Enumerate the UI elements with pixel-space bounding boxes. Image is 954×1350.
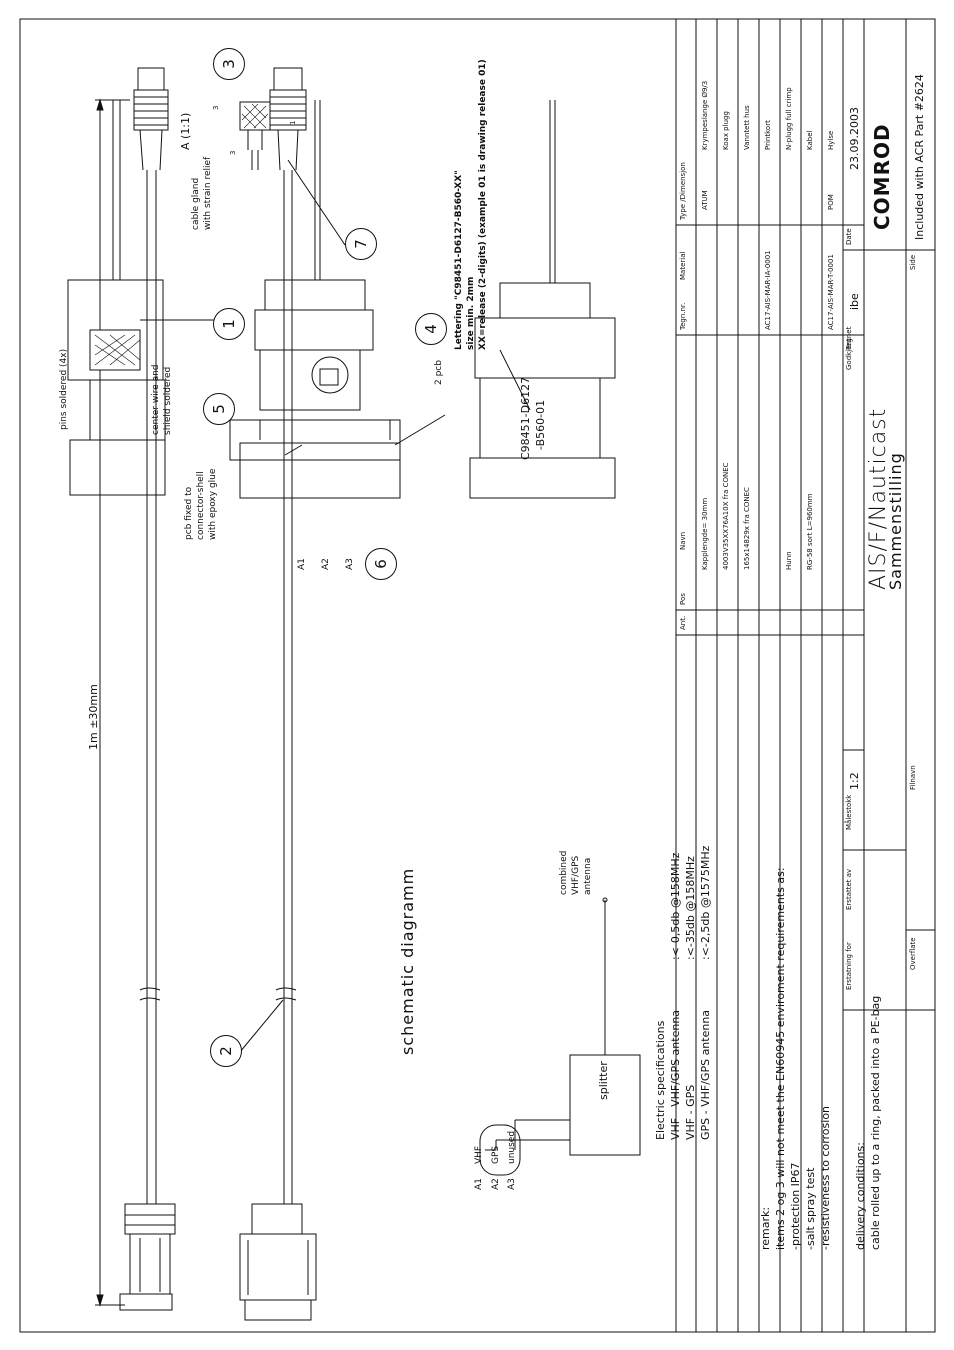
- pin-signal-gps: GPS: [491, 1145, 501, 1164]
- title-block-grid: [675, 18, 936, 1333]
- remark-line-1: items 2 og 3 will not meet the EN60945 e…: [774, 867, 787, 1250]
- callout-2: 2: [210, 1035, 242, 1067]
- lettering-note-3: XX=release (2-digits) (example 01 is dra…: [478, 59, 488, 350]
- pin-a3: A3: [507, 1178, 517, 1190]
- bom-row-4-navn: Printkort: [764, 120, 772, 150]
- bom-row-3-navn: N-plugg full crimp: [785, 87, 793, 150]
- detail-dim-3: 1: [289, 120, 297, 125]
- bom-header-tegn: Tegn.nr.: [679, 302, 687, 330]
- delivery-line: cable rolled up to a ring, packed into a…: [869, 995, 882, 1250]
- schematic-title: schematic diagramm: [398, 867, 417, 1055]
- antenna-label-line2: VHF/GPS: [571, 855, 581, 895]
- bom-row-1-navn: Hylse: [827, 130, 835, 150]
- remark-line-3: -salt spray test: [804, 1167, 817, 1250]
- lettering-note-2: size min. 2mm: [466, 276, 476, 350]
- side-pin-a3: A3: [345, 558, 355, 570]
- overflate-label: Overflate: [909, 937, 917, 970]
- cable-gland-note-2: with strain relief: [203, 156, 213, 230]
- pcb-label: 2 pcb: [434, 360, 444, 385]
- bom-row-7-type: Kapplengde= 30mm: [701, 497, 709, 570]
- pin-signal-vhf: VHF: [474, 1145, 484, 1164]
- side-label: Side: [909, 254, 917, 270]
- side-pin-a1: A1: [297, 558, 307, 570]
- engraved-text-2: -B560-01: [534, 399, 547, 450]
- length-dimension: 1m ±30mm: [87, 684, 100, 750]
- pin-a1: A1: [474, 1178, 484, 1190]
- electric-line-3-value: :<-2,5db @1575MHz: [699, 845, 712, 960]
- bom-row-1-tegn: AC17-AIS-MAR-T-0001: [827, 254, 835, 330]
- bom-row-2-navn: Kabel: [806, 130, 814, 150]
- remark-line-2: -protection IP67: [789, 1162, 802, 1250]
- callout-5: 5: [203, 393, 235, 425]
- bom-row-6-type: 4003V35XX76A10X fra CONEC: [722, 462, 730, 570]
- tegnet-value: ibe: [848, 293, 861, 310]
- erstatning-for-label: Erstatning for: [845, 942, 853, 990]
- filnavn-label: Filnavn: [909, 765, 917, 790]
- bom-row-4-tegn: AC17-AIS-MAR-IA-0001: [764, 250, 772, 330]
- engraved-text-1: C98451-D6127: [519, 376, 532, 460]
- bom-row-2-type: RG-58 sort L=960mm: [806, 493, 814, 571]
- cable-assembly-bottom: [234, 67, 346, 1321]
- pin-a2: A2: [491, 1178, 501, 1190]
- bom-row-7-material: ATUM: [701, 190, 709, 210]
- pcb-fixed-note-3: with epoxy glue: [208, 468, 218, 540]
- malestokk-label: Målestokk: [845, 794, 853, 830]
- callout-1: 1: [213, 308, 245, 340]
- bom-row-1-material: POM: [827, 194, 835, 210]
- schematic-diagram: [479, 897, 641, 1176]
- cable-gland-note-1: cable gland: [191, 177, 201, 230]
- center-wire-note-2: shield soldered: [163, 366, 173, 435]
- electric-heading: Electric specifications: [654, 1020, 667, 1140]
- bom-row-7-navn: Krympeslange Ø9/3: [701, 80, 709, 150]
- remark-heading: remark:: [759, 1206, 772, 1250]
- electric-line-1-label: VHF - VHF/GPS antenna: [669, 1009, 682, 1140]
- detail-dim-2: 3: [229, 150, 237, 155]
- electric-line-1-value: :<-0,5db @158MHz: [669, 852, 682, 960]
- pins-soldered-note: pins soldered (4x): [59, 348, 69, 430]
- cable-assembly-top: [95, 67, 176, 1311]
- malestokk-value: 1:2: [848, 772, 861, 790]
- detail-a-label: A (1:1): [179, 112, 192, 150]
- bom-row-6-navn: Koax plugg: [722, 111, 730, 150]
- electric-line-2-label: VHF - GPS: [684, 1084, 697, 1140]
- pin-signal-unused: unused: [507, 1130, 517, 1164]
- antenna-label-line3: antenna: [583, 857, 593, 895]
- footer-note: Included with ACR Part #2624: [913, 74, 926, 240]
- erstattet-av-label: Erstattet av: [845, 868, 853, 910]
- date-label: Date: [845, 228, 853, 245]
- godkjent-label: Godkjent: [845, 338, 853, 370]
- date-value: 23.09.2003: [848, 107, 861, 170]
- callout-7: 7: [345, 228, 377, 260]
- electric-line-2-value: :<-35db @158MHz: [684, 856, 697, 960]
- drawing-subtitle: Sammenstilling: [886, 452, 905, 590]
- callout-6: 6: [365, 548, 397, 580]
- company-logo: COMROD: [870, 123, 894, 230]
- connector-sectional-view: [67, 100, 616, 499]
- electric-line-3-label: GPS - VHF/GPS antenna: [699, 1009, 712, 1140]
- bom-row-3-type: Hunn: [785, 551, 793, 570]
- detail-dim-1: 3: [212, 105, 220, 110]
- bom-header-type: Type /Dimensjon: [679, 162, 687, 220]
- bom-row-5-navn: Vanntett hus: [743, 105, 751, 150]
- lettering-note-1: Lettering "C98451-D6127-B560-XX": [454, 170, 464, 350]
- bom-header-ant: Ant.: [679, 615, 687, 630]
- antenna-label-line1: combined: [559, 850, 569, 895]
- delivery-heading: delivery conditions:: [854, 1142, 867, 1250]
- bom-header-material: Material: [679, 251, 687, 280]
- callout-3: 3: [213, 48, 245, 80]
- bom-header-pos: Pos: [679, 593, 687, 605]
- pcb-fixed-note-1: pcb fixed to: [184, 486, 194, 540]
- bom-header-navn: Navn: [679, 531, 687, 550]
- bom-row-5-type: 165x14829x fra CONEC: [743, 487, 751, 570]
- pcb-fixed-note-2: connector-shell: [196, 471, 206, 540]
- callout-4: 4: [415, 313, 447, 345]
- side-pin-a2: A2: [321, 558, 331, 570]
- remark-line-4: -resistiveness to corrosion: [819, 1105, 832, 1250]
- center-wire-note-1: center wire and: [151, 364, 161, 435]
- splitter-label: splitter: [597, 1061, 610, 1100]
